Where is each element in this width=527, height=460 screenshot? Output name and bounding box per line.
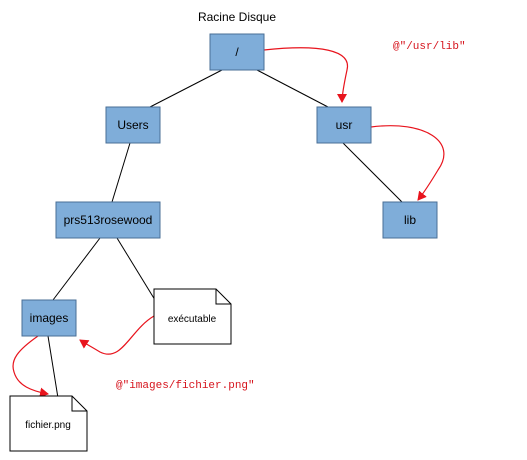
edge-root-usr: [256, 69, 329, 108]
node-users: Users: [105, 106, 161, 144]
link-arrow-images-to-png: [12, 335, 49, 398]
link-label-relative: @"images/fichier.png": [116, 380, 255, 392]
link-arrow-root-to-usr: [263, 47, 349, 103]
diagram-title: Racine Disque: [198, 10, 276, 24]
node-images: images: [21, 299, 77, 337]
node-usr-label: usr: [336, 118, 353, 132]
tree-edges: [47, 69, 403, 399]
edge-images-png: [47, 335, 59, 399]
edge-home-executable: [116, 237, 156, 301]
node-usr: usr: [316, 106, 372, 144]
link-label-absolute: @"/usr/lib": [393, 41, 466, 53]
link-arrow-executable-to-images: [79, 315, 155, 355]
node-users-label: Users: [117, 118, 148, 132]
link-arrows: [12, 47, 445, 398]
file-executable: exécutable: [153, 288, 232, 345]
node-images-label: images: [30, 311, 69, 325]
file-executable-label: exécutable: [168, 314, 217, 325]
file-png-icon: [9, 395, 88, 452]
node-home-label: prs513rosewood: [64, 213, 153, 227]
node-lib: lib: [382, 201, 438, 239]
node-lib-label: lib: [404, 213, 416, 227]
edge-home-images: [52, 237, 101, 301]
node-home: prs513rosewood: [55, 201, 161, 239]
edge-users-home: [111, 142, 131, 203]
node-root-label: /: [235, 45, 239, 59]
file-png: fichier.png: [9, 395, 88, 452]
edge-usr-lib: [342, 142, 403, 203]
edge-root-users: [149, 69, 223, 108]
file-executable-icon: [153, 288, 232, 345]
node-root: /: [209, 33, 265, 71]
file-png-label: fichier.png: [25, 420, 71, 431]
link-arrow-usr-to-lib: [370, 125, 445, 201]
